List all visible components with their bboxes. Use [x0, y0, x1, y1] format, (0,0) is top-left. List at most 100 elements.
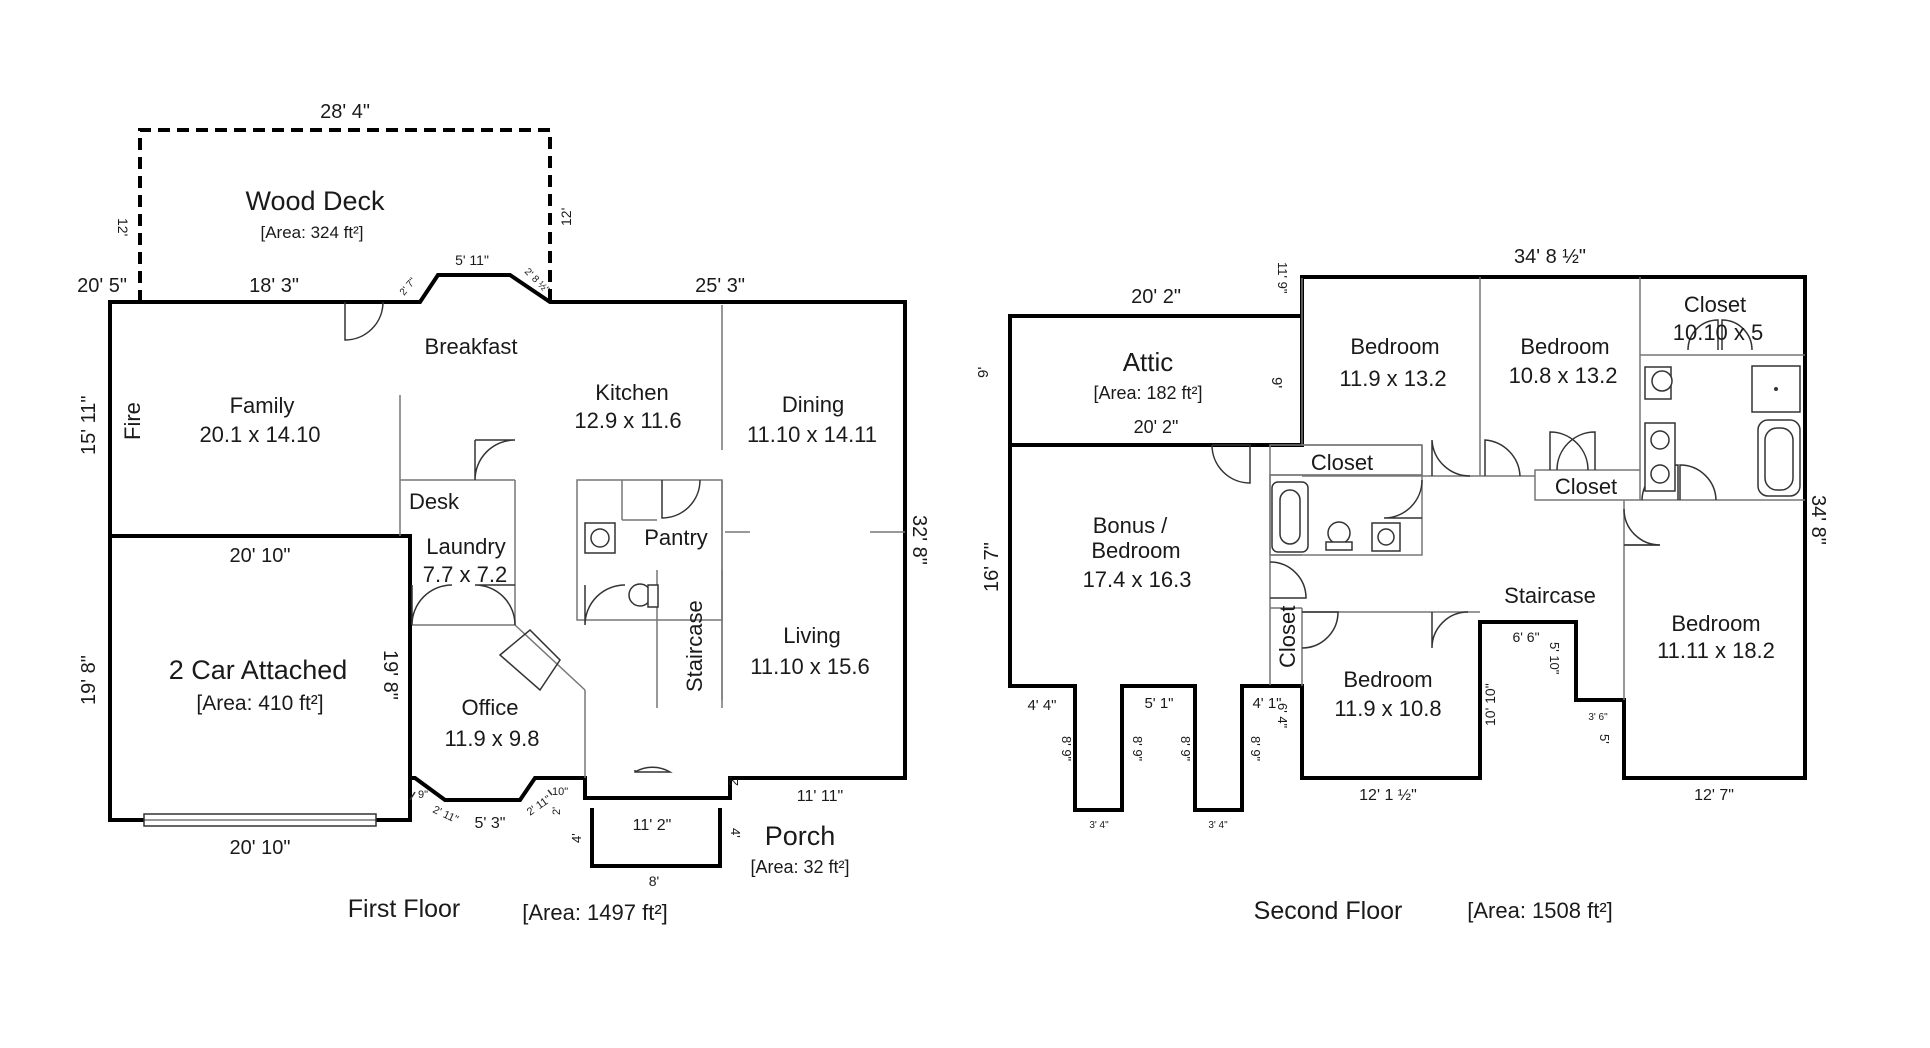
- staircase-label: Staircase: [682, 600, 707, 692]
- dim-bottom-9: 9": [418, 789, 428, 801]
- first-floor-title: First Floor: [348, 895, 461, 923]
- second-floor-fixtures: [1271, 365, 1801, 553]
- wood-deck-depth-left: 12': [115, 218, 131, 236]
- dim-v-1010a: 10' 10": [1482, 683, 1498, 726]
- dim-sf-left: 16' 7": [981, 542, 1003, 592]
- first-floor: Wood Deck [Area: 324 ft²] 28' 4" 12' 12'…: [77, 101, 930, 925]
- first-floor-doors: [344, 301, 701, 801]
- garage-label: 2 Car Attached: [169, 655, 348, 685]
- breakfast-label: Breakfast: [425, 334, 518, 359]
- dim-bay-left: 2' 7": [398, 276, 419, 298]
- closet-master-label: Closet: [1684, 292, 1746, 317]
- wood-deck-width: 28' 4": [320, 101, 370, 123]
- fire-label: Fire: [120, 402, 145, 440]
- dim-top-right: 25' 3": [695, 275, 745, 297]
- bonus-label-1: Bonus /: [1093, 513, 1168, 538]
- dim-porch-left: 4': [569, 833, 584, 843]
- dim-bottom-121: 12' 1 ½": [1359, 787, 1417, 804]
- porch-outline: [590, 808, 722, 868]
- dim-attic-right: 9': [1268, 377, 1285, 388]
- dim-attic-top: 20' 2": [1131, 286, 1181, 308]
- dim-bottom-2b: 2': [726, 776, 741, 786]
- garage-wall: [110, 534, 412, 820]
- second-floor: Attic [Area: 182 ft²] 20' 2" Bedroom 11.…: [975, 246, 1829, 925]
- bedroom3-size: 11.9 x 10.8: [1334, 696, 1441, 721]
- second-floor-title: Second Floor: [1254, 897, 1403, 925]
- dim-garage-top: 20' 10": [230, 545, 291, 567]
- dim-notch-41: 4' 1": [1252, 695, 1281, 712]
- dim-porch-right: 4': [728, 828, 743, 838]
- dim-bottom-211a: 2' 11": [431, 804, 460, 826]
- dim-notch-89c: 8' 9": [1178, 736, 1193, 762]
- family-size: 20.1 x 14.10: [199, 422, 320, 447]
- dim-sf-right: 34' 8": [1807, 495, 1829, 545]
- dim-bottom-211b: 2' 11": [525, 793, 554, 818]
- dim-notch-89b: 8' 9": [1130, 736, 1145, 762]
- dim-sf-top: 34' 8 ½": [1514, 246, 1586, 268]
- dim-bottom-127: 12' 7": [1694, 787, 1734, 804]
- wood-deck-area: [Area: 324 ft²]: [261, 223, 364, 242]
- dim-bottom-53: 5' 3": [475, 815, 506, 832]
- dining-size: 11.10 x 14.11: [747, 422, 877, 447]
- dim-bottom-2a: 2': [551, 807, 563, 815]
- family-label: Family: [230, 393, 295, 418]
- dim-notch-51: 5' 1": [1144, 695, 1173, 712]
- bonus-size: 17.4 x 16.3: [1083, 567, 1192, 592]
- dining-label: Dining: [782, 392, 844, 417]
- dim-garage-left: 19' 8": [78, 655, 100, 705]
- dim-bottom-1111: 11' 11": [797, 788, 843, 805]
- second-floor-interior-walls: [1269, 277, 1805, 700]
- dim-bottom-10: 10": [552, 786, 568, 798]
- bedroom1-size: 11.9 x 13.2: [1339, 366, 1446, 391]
- attic-label: Attic: [1123, 347, 1174, 377]
- closet-master-size: 10.10 x 5: [1673, 320, 1764, 345]
- dim-v-5: 5': [1597, 734, 1612, 744]
- second-floor-exterior-wall: [1008, 275, 1807, 812]
- first-floor-interior-walls: [399, 305, 905, 778]
- wood-deck-label: Wood Deck: [245, 186, 385, 216]
- dim-v-510: 5' 10": [1547, 642, 1562, 675]
- wood-deck-outline: [138, 128, 552, 302]
- dim-garage-bottom: 20' 10": [230, 837, 291, 859]
- porch-label: Porch: [765, 821, 836, 851]
- second-floor-dimensions: 34' 8 ½" 20' 2" 9' 9' 11' 9" 16' 7" 34' …: [975, 246, 1829, 831]
- bedroom4-size: 11.11 x 18.2: [1657, 638, 1775, 663]
- dim-notch-89d: 8' 9": [1248, 736, 1263, 762]
- dim-porch-bottom: 8': [649, 873, 659, 889]
- second-floor-area: [Area: 1508 ft²]: [1467, 898, 1613, 923]
- first-floor-area: [Area: 1497 ft²]: [522, 900, 668, 925]
- staircase-2-label: Staircase: [1504, 583, 1596, 608]
- dim-h-36: 3' 6": [1588, 712, 1608, 723]
- office-size: 11.9 x 9.8: [445, 726, 540, 751]
- dim-notch-44: 4' 4": [1027, 697, 1056, 714]
- first-floor-fixtures: [584, 522, 659, 608]
- closet-b-label: Closet: [1555, 474, 1617, 499]
- dim-top-left-corner: 20' 5": [77, 275, 127, 297]
- dim-garage-right: 19' 8": [379, 650, 401, 700]
- dim-entry-112: 11' 2": [633, 817, 672, 834]
- office-label: Office: [461, 695, 518, 720]
- bedroom2-size: 10.8 x 13.2: [1509, 363, 1618, 388]
- laundry-label: Laundry: [426, 534, 506, 559]
- bedroom4-label: Bedroom: [1671, 611, 1760, 636]
- bedroom2-label: Bedroom: [1520, 334, 1609, 359]
- wood-deck-depth-right: 12': [558, 208, 574, 226]
- laundry-size: 7.7 x 7.2: [423, 562, 507, 587]
- bedroom1-label: Bedroom: [1350, 334, 1439, 359]
- living-size: 11.10 x 15.6: [750, 654, 869, 679]
- dim-notch-34b: 3' 4": [1208, 820, 1228, 831]
- closet-a-label: Closet: [1311, 450, 1373, 475]
- closet-c-label: Closet: [1275, 606, 1300, 668]
- dim-left-upper: 15' 11": [78, 396, 100, 455]
- dim-h-66: 6' 6": [1512, 629, 1539, 645]
- bonus-label-2: Bedroom: [1091, 538, 1180, 563]
- attic-area: [Area: 182 ft²]: [1093, 383, 1202, 403]
- dim-right-side: 32' 8": [908, 515, 930, 565]
- dim-step-119: 11' 9": [1275, 262, 1290, 294]
- garage-area: [Area: 410 ft²]: [196, 692, 323, 715]
- attic-bottom-dim: 20' 2": [1134, 417, 1179, 437]
- dim-top-left: 18' 3": [249, 275, 299, 297]
- pantry-label: Pantry: [644, 525, 708, 550]
- living-label: Living: [783, 623, 840, 648]
